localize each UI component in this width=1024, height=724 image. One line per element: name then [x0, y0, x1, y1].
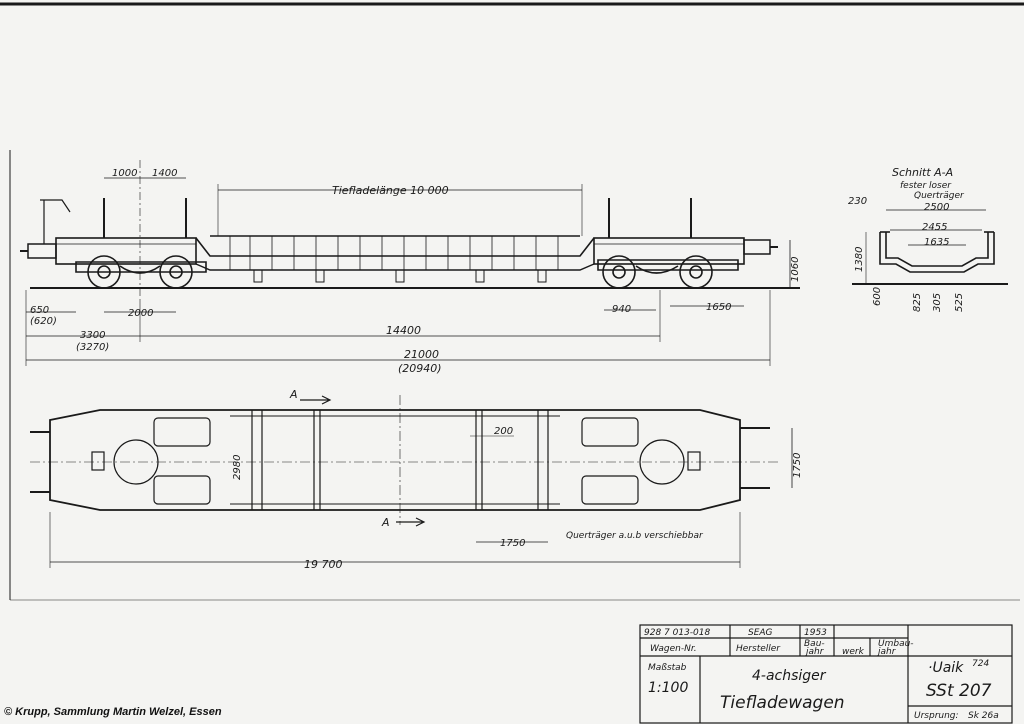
ursprung-value: Sk 26a	[968, 711, 999, 721]
dim-2000: 2000	[128, 308, 153, 319]
dim-600: 600	[872, 287, 883, 306]
type-sup: 724	[972, 659, 989, 669]
umbau-jahr-label: jahr	[876, 647, 897, 657]
dim-2980: 2980	[232, 455, 243, 480]
desc-line1: 4-achsiger	[752, 668, 827, 684]
plan-note: Querträger a.u.b verschiebbar	[566, 531, 704, 541]
plan-view: A A 2980 200 1750 1750 Querträger a.u.b …	[30, 388, 803, 571]
dim-230: 230	[848, 196, 867, 207]
dim-1000: 1000	[112, 168, 137, 179]
dim-825: 825	[912, 293, 923, 312]
section-mark-top: A	[289, 388, 298, 401]
ursprung-label: Ursprung:	[914, 711, 959, 721]
hersteller-label: Hersteller	[736, 644, 781, 654]
hersteller-value: SEAG	[748, 628, 773, 638]
dim-1380: 1380	[854, 247, 865, 272]
dim-1750-right: 1750	[792, 453, 803, 478]
section-fester-loser: fester loser	[900, 181, 952, 191]
baujahr-value: 1953	[804, 628, 827, 638]
dim-19700: 19 700	[304, 558, 343, 571]
tiefladelaenge-label: Tiefladelänge 10 000	[332, 184, 449, 197]
dim-20940: (20940)	[398, 362, 442, 375]
dim-2500: 2500	[924, 202, 949, 213]
section-mark-bottom: A	[381, 516, 390, 529]
bau-label: Bau-	[804, 639, 825, 649]
dim-1750-bottom: 1750	[500, 538, 525, 549]
side-view: 1000 1400 Tiefladelänge 10 000 1060 650 …	[20, 160, 801, 375]
werk-label: werk	[842, 647, 865, 657]
desc-line2: Tiefladewagen	[720, 693, 845, 713]
dim-2455: 2455	[922, 222, 947, 233]
umbau-label: Umbau-	[878, 639, 914, 649]
dim-1635: 1635	[924, 237, 949, 248]
copyright-notice: © Krupp, Sammlung Martin Welzel, Essen	[4, 706, 222, 718]
dim-1060: 1060	[790, 257, 801, 282]
dim-305: 305	[932, 293, 943, 312]
dim-21000: 21000	[404, 348, 439, 361]
dim-620: (620)	[30, 316, 57, 327]
dim-3270: (3270)	[76, 342, 109, 353]
wagen-nr-label: Wagen-Nr.	[650, 644, 697, 654]
wagen-nr-value: 928 7 013-018	[644, 628, 711, 638]
section-view: Schnitt A-A fester loser Querträger 230 …	[848, 166, 1008, 312]
dim-14400: 14400	[386, 324, 421, 337]
type-num: SSt 207	[926, 681, 992, 701]
dim-940: 940	[612, 304, 631, 315]
dim-1400: 1400	[152, 168, 177, 179]
dim-650: 650	[30, 305, 49, 316]
massstab-label: Maßstab	[648, 663, 687, 673]
dim-3300: 3300	[80, 330, 105, 341]
massstab-value: 1:100	[648, 680, 688, 696]
section-title: Schnitt A-A	[892, 166, 953, 179]
dim-200: 200	[494, 426, 513, 437]
dim-1650: 1650	[706, 302, 731, 313]
title-block: 928 7 013-018 SEAG 1953 Wagen-Nr. Herste…	[639, 624, 1013, 724]
dim-525: 525	[954, 293, 965, 312]
jahr-label: jahr	[804, 647, 825, 657]
type-code: ·Uaik	[928, 660, 964, 676]
section-quertraeger: Querträger	[914, 191, 965, 201]
